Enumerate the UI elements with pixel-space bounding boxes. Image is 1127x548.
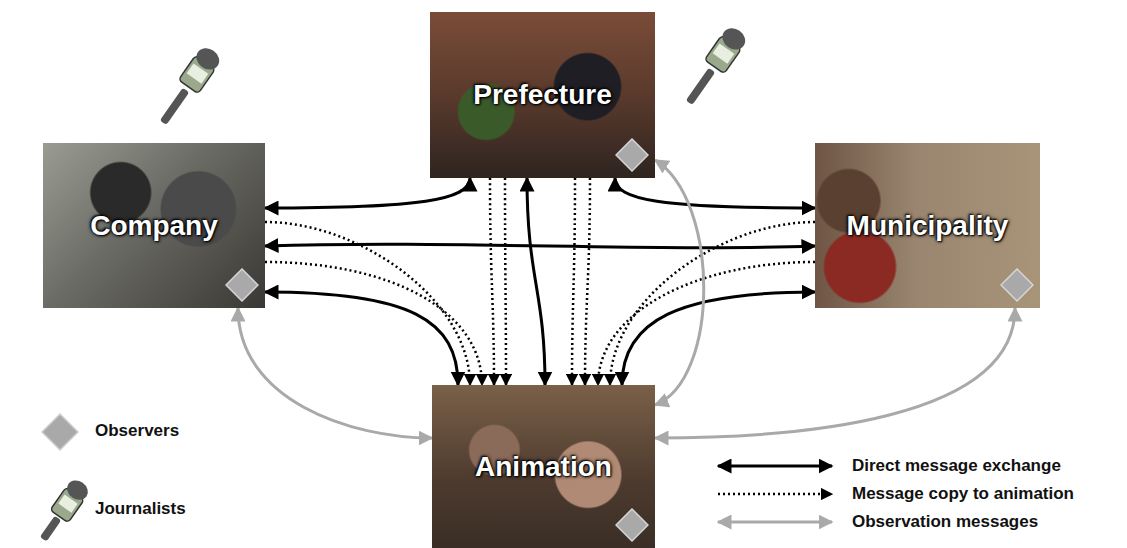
observation-arrow — [655, 308, 1015, 438]
photo-box: Company — [43, 143, 265, 308]
copy-arrow — [598, 262, 815, 385]
photo-box: Animation — [432, 385, 655, 548]
legend-text: Observers — [95, 421, 179, 441]
legend-text: Journalists — [95, 499, 186, 519]
legend-text: Message copy to animation — [852, 484, 1074, 504]
observer-diamond — [615, 138, 649, 172]
photo-box: Municipality — [815, 143, 1040, 308]
legend-text: Observation messages — [852, 512, 1038, 532]
node-label: Company — [90, 210, 218, 242]
copy-arrow — [265, 222, 470, 385]
legend-text: Direct message exchange — [852, 456, 1061, 476]
photo-box: Prefecture — [430, 12, 655, 178]
node-label: Animation — [475, 451, 612, 483]
observation-arrow — [655, 160, 704, 405]
microphone-icon — [153, 44, 223, 130]
microphone-icon — [34, 476, 92, 545]
observer-diamond — [225, 268, 259, 302]
node-label: Municipality — [847, 210, 1009, 242]
observer-diamond — [615, 508, 649, 542]
legend-line-sample — [718, 493, 832, 496]
legend-line-sample — [718, 521, 832, 524]
observation-arrow — [238, 308, 432, 438]
observer-diamond — [1000, 268, 1034, 302]
copy-arrow — [610, 222, 815, 385]
microphone-icon — [679, 24, 749, 110]
node-label: Prefecture — [473, 79, 612, 111]
legend-line-sample — [718, 465, 832, 468]
message-arrow — [265, 178, 470, 208]
copy-arrow — [490, 178, 494, 385]
message-arrow — [265, 244, 815, 247]
message-arrow — [615, 178, 815, 208]
copy-arrow — [265, 262, 482, 385]
message-arrow — [527, 178, 545, 385]
copy-arrow — [585, 178, 590, 385]
message-arrow — [265, 292, 458, 385]
message-arrow — [622, 292, 815, 385]
copy-arrow — [505, 178, 506, 385]
copy-arrow — [572, 178, 575, 385]
observer-diamond — [42, 414, 78, 450]
